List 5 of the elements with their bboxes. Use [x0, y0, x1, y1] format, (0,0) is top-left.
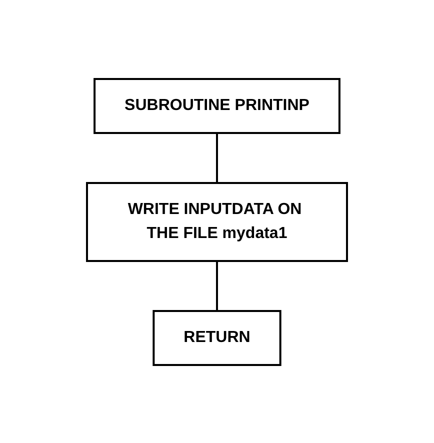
connector [216, 132, 218, 182]
connector [216, 260, 218, 310]
node-box: SUBROUTINE PRINTINP [94, 78, 340, 134]
node-box: WRITE INPUTDATA ON THE FILE mydata1 [86, 182, 348, 262]
node-box: RETURN [152, 310, 282, 366]
